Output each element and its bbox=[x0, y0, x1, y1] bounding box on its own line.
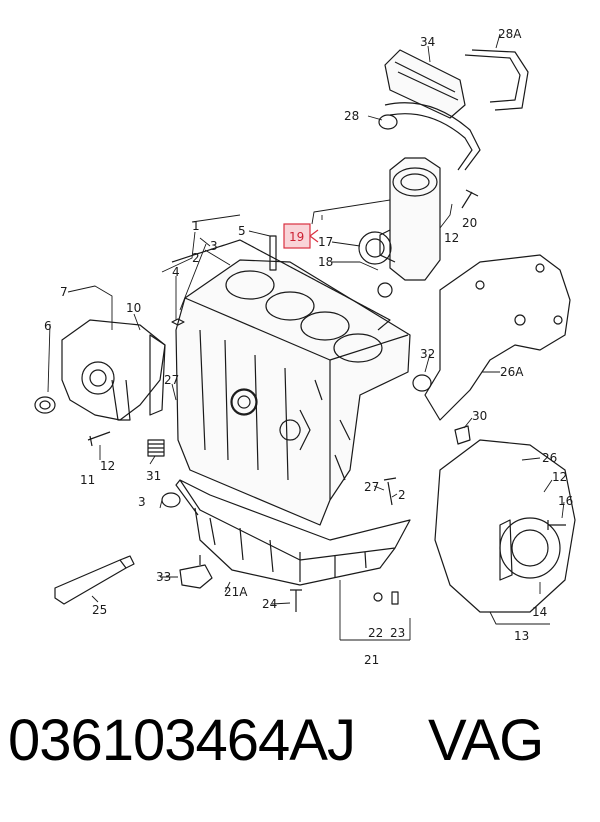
callout-10: 10 bbox=[126, 301, 141, 315]
callout-19: 19 bbox=[289, 230, 304, 244]
callout-28: 28 bbox=[344, 109, 359, 123]
callout-27-right: 27 bbox=[364, 480, 379, 494]
callout-16: 16 bbox=[558, 494, 573, 508]
callout-4: 4 bbox=[172, 265, 180, 279]
callout-13: 13 bbox=[514, 629, 529, 643]
callout-20: 20 bbox=[462, 216, 477, 230]
brand-label: VAG bbox=[428, 708, 544, 773]
dowel-pin bbox=[269, 235, 277, 271]
plug-32 bbox=[412, 374, 432, 392]
callout-34: 34 bbox=[420, 35, 435, 49]
spring-31 bbox=[147, 439, 165, 457]
callout-28a: 28A bbox=[498, 27, 522, 41]
callout-22: 22 bbox=[368, 626, 383, 640]
callout-2: 2 bbox=[192, 251, 200, 265]
callout-1: 1 bbox=[192, 219, 200, 233]
crankshaft-seal bbox=[231, 389, 257, 415]
engine-block-exploded-diagram: 19 1 2 3 5 4 7 10 6 27 17 18 12 20 28 28… bbox=[34, 27, 576, 667]
plug-23 bbox=[391, 591, 399, 605]
bolt-11 bbox=[87, 431, 111, 447]
callout-18: 18 bbox=[318, 255, 333, 269]
bolt-16 bbox=[547, 520, 566, 530]
callout-12-left: 12 bbox=[100, 459, 115, 473]
callout-21a: 21A bbox=[224, 585, 248, 599]
oil-filter-housing bbox=[358, 157, 441, 298]
callout-labels: 1 2 3 5 4 7 10 6 27 17 18 12 20 28 28A 3… bbox=[44, 27, 573, 667]
front-cover bbox=[34, 319, 166, 421]
callout-33: 33 bbox=[156, 570, 171, 584]
seal-ring-3 bbox=[161, 492, 181, 508]
callout-12-right: 12 bbox=[552, 470, 567, 484]
callout-3-left: 3 bbox=[138, 495, 146, 509]
callout-23: 23 bbox=[390, 626, 405, 640]
callout-7: 7 bbox=[60, 285, 68, 299]
callout-6: 6 bbox=[44, 319, 52, 333]
callout-17: 17 bbox=[318, 235, 333, 249]
highlight-19[interactable]: 19 bbox=[283, 223, 319, 249]
bolt-24 bbox=[290, 589, 302, 612]
callout-25: 25 bbox=[92, 603, 107, 617]
rear-seal-flange bbox=[434, 439, 576, 613]
sealant-tube bbox=[54, 555, 135, 605]
callout-32: 32 bbox=[420, 347, 435, 361]
oil-pan bbox=[175, 479, 411, 586]
sleeve-30 bbox=[454, 425, 471, 445]
callout-24: 24 bbox=[262, 597, 277, 611]
part-number: 036103464AJ bbox=[8, 708, 356, 773]
callout-14: 14 bbox=[532, 605, 547, 619]
callout-12-top: 12 bbox=[444, 231, 459, 245]
bolt-2 bbox=[383, 477, 397, 506]
callout-21: 21 bbox=[364, 653, 379, 667]
callout-26a: 26A bbox=[500, 365, 524, 379]
callout-31: 31 bbox=[146, 469, 161, 483]
intermediate-plate bbox=[424, 254, 571, 421]
washer-22 bbox=[373, 592, 383, 602]
bolt-20 bbox=[461, 189, 479, 209]
callout-2-right: 2 bbox=[398, 488, 406, 502]
oil-level-sensor bbox=[179, 555, 213, 589]
cylinder-block bbox=[175, 259, 411, 526]
callout-30: 30 bbox=[472, 409, 487, 423]
callout-26: 26 bbox=[542, 451, 557, 465]
callout-27-left: 27 bbox=[164, 373, 179, 387]
callout-5: 5 bbox=[238, 224, 246, 238]
callout-3: 3 bbox=[210, 239, 218, 253]
oil-separator bbox=[378, 49, 529, 171]
callout-11: 11 bbox=[80, 473, 95, 487]
